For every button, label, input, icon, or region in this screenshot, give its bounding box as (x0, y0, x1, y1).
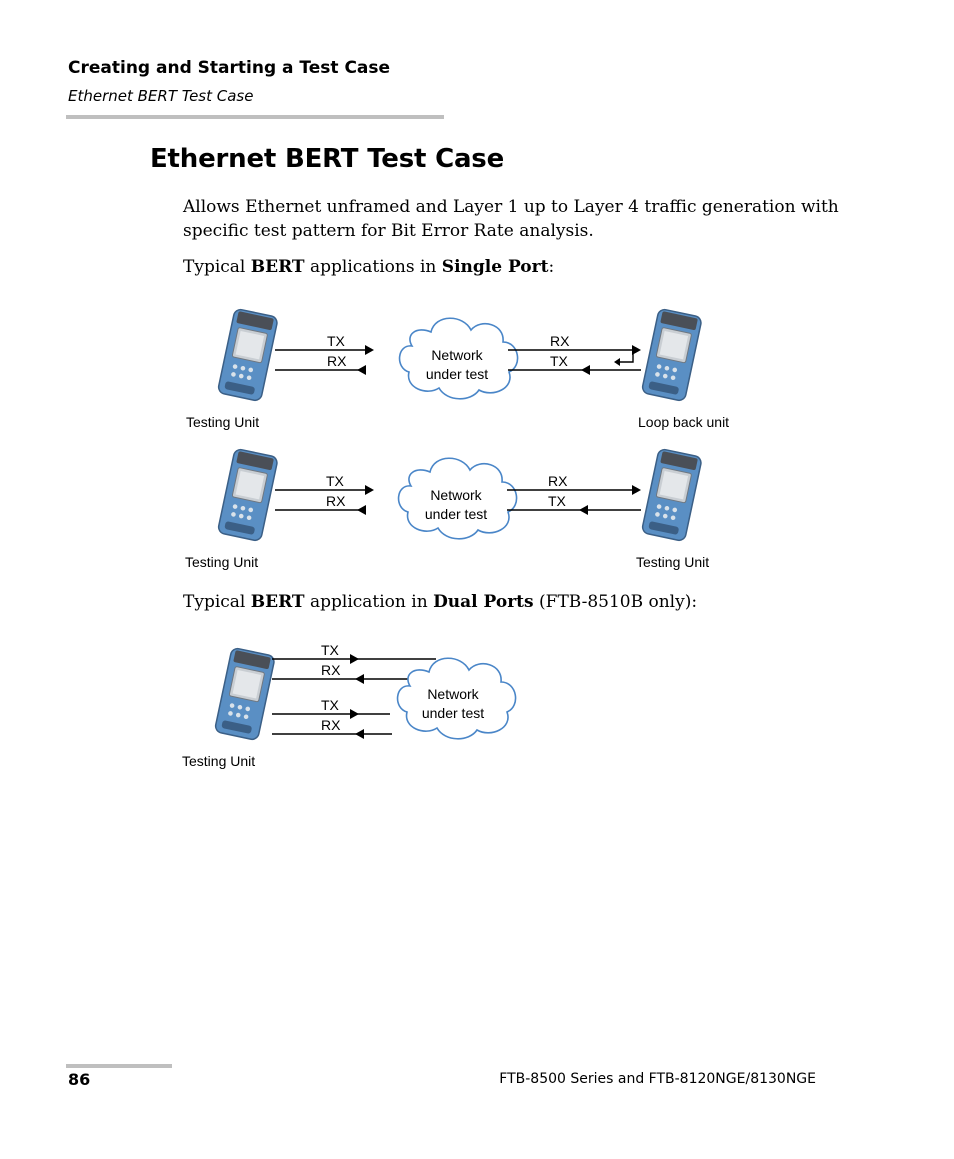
arrow-right-icon (350, 709, 359, 719)
network-label: Network (430, 487, 482, 503)
tx-label-2: TX (321, 697, 340, 713)
rx-label-far: RX (548, 473, 568, 489)
loopback-arrow-icon (614, 358, 620, 366)
diagram-single-port-two-units: TX RX Network under test RX TX Testing U… (185, 448, 709, 570)
testing-unit-device-icon (217, 308, 278, 401)
arrow-left-icon (579, 505, 588, 515)
loop-back-device-icon (641, 308, 702, 401)
loop-back-unit-label: Loop back unit (638, 414, 729, 430)
tx-label: TX (326, 473, 345, 489)
footer-rule (66, 1064, 172, 1068)
testing-unit-label: Testing Unit (185, 554, 258, 570)
arrow-left-icon (355, 674, 364, 684)
network-label-2: under test (422, 705, 484, 721)
rx-label-far: RX (550, 333, 570, 349)
arrow-right-icon (350, 654, 359, 664)
network-label: Network (431, 347, 483, 363)
arrow-left-icon (357, 505, 366, 515)
network-label-2: under test (425, 506, 487, 522)
tx-label: TX (321, 642, 340, 658)
tx-label-far: TX (550, 353, 569, 369)
rx-label: RX (321, 662, 341, 678)
arrow-left-icon (357, 365, 366, 375)
diagram-single-port-loopback: TX RX Network under test RX TX Testing U… (186, 308, 729, 430)
testing-unit-label-far: Testing Unit (636, 554, 709, 570)
arrow-right-icon (632, 485, 641, 495)
rx-label: RX (327, 353, 347, 369)
network-label-2: under test (426, 366, 488, 382)
rx-label: RX (326, 493, 346, 509)
diagram-dual-ports: TX RX TX RX Network under test Testing U… (182, 642, 516, 769)
testing-unit-device-icon (214, 647, 275, 740)
arrow-right-icon (365, 485, 374, 495)
arrow-left-icon (355, 729, 364, 739)
testing-unit-label: Testing Unit (182, 753, 255, 769)
network-label: Network (427, 686, 479, 702)
testing-unit-device-icon (641, 448, 702, 541)
rx-label-2: RX (321, 717, 341, 733)
tx-label: TX (327, 333, 346, 349)
arrow-right-icon (365, 345, 374, 355)
footer-product: FTB-8500 Series and FTB-8120NGE/8130NGE (499, 1071, 816, 1087)
page-number: 86 (68, 1070, 90, 1089)
loopback-icon (620, 353, 633, 362)
tx-label-far: TX (548, 493, 567, 509)
arrow-left-icon (581, 365, 590, 375)
testing-unit-device-icon (217, 448, 278, 541)
testing-unit-label: Testing Unit (186, 414, 259, 430)
